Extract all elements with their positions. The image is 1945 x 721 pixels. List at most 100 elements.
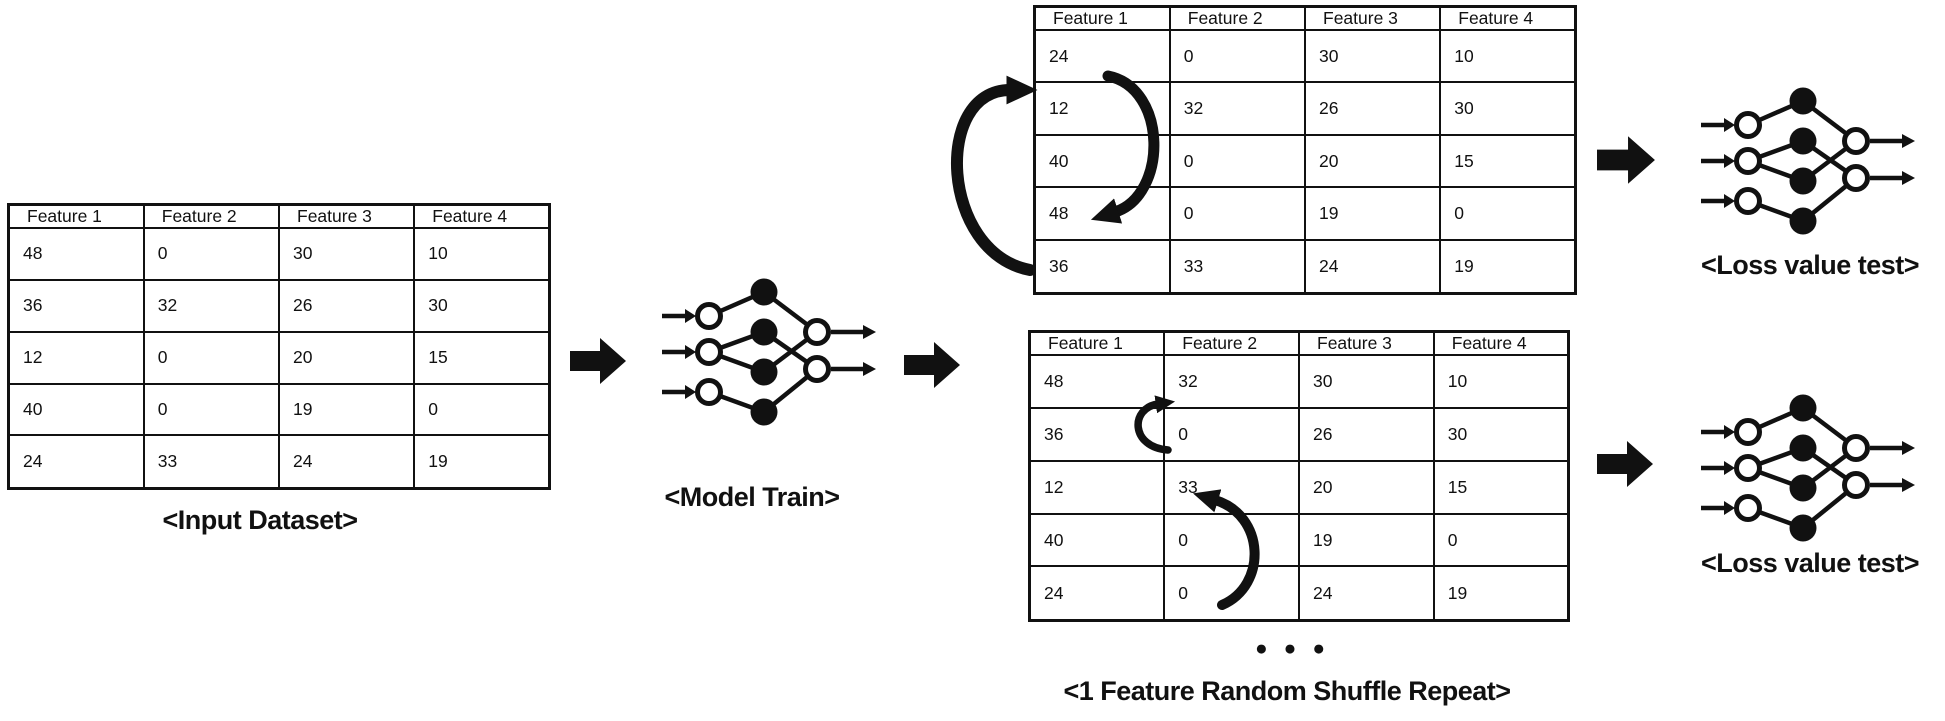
table-cell: 10 [1439,28,1577,84]
column-header: Feature 2 [1163,330,1300,356]
table-cell: 24 [7,434,145,490]
loss-test-caption-top: <Loss value test> [1700,250,1920,280]
flow-arrow-icon [570,335,628,387]
shuffle-arrows-icon [1134,395,1260,610]
table-cell: 10 [413,227,551,281]
table-cell: 20 [1303,133,1442,189]
table-cell: 36 [1033,238,1171,295]
table-cell: 20 [1298,459,1435,515]
table-cell: 26 [277,278,416,333]
table-cell: 30 [1303,28,1442,84]
column-header: Feature 4 [1432,330,1570,356]
table-cell: 19 [1439,238,1577,295]
table-cell: 30 [277,227,416,281]
table-cell: 0 [1168,133,1307,189]
table-cell: 32 [1168,81,1307,136]
table-cell: 30 [1432,406,1570,462]
column-header: Feature 1 [1028,330,1166,356]
table-cell: 30 [413,278,551,333]
table-cell: 40 [7,382,145,437]
table-cell: 26 [1303,81,1442,136]
table-cell: 15 [413,330,551,385]
table-cell: 24 [1033,28,1171,84]
table-cell: 48 [7,227,145,281]
table-cell: 24 [1028,565,1166,622]
table-cell: 24 [277,434,416,490]
table-cell: 19 [277,382,416,437]
table-cell: 0 [142,330,281,385]
column-header: Feature 2 [142,203,281,229]
table-cell: 0 [1439,186,1577,241]
table-cell: 30 [1439,81,1577,136]
table-cell: 19 [1303,186,1442,241]
table-cell: 0 [142,382,281,437]
neural-network-icon [1700,85,1916,237]
neural-network-icon [661,276,877,428]
table-cell: 0 [1168,186,1307,241]
table-cell: 0 [413,382,551,437]
table-cell: 15 [1439,133,1577,189]
table-cell: 24 [1298,565,1435,622]
table-cell: 0 [1163,406,1300,462]
table-cell: 15 [1432,459,1570,515]
column-header: Feature 4 [1439,5,1577,31]
column-header: Feature 2 [1168,5,1307,31]
table-cell: 19 [413,434,551,490]
column-header: Feature 3 [277,203,416,229]
column-header: Feature 3 [1303,5,1442,31]
loss-test-caption-bottom: <Loss value test> [1700,548,1920,578]
column-header: Feature 4 [413,203,551,229]
flow-arrow-icon [903,339,963,391]
table-cell: 10 [1432,354,1570,409]
table-cell: 0 [142,227,281,281]
table-cell: 0 [1163,512,1300,568]
table-cell: 24 [1303,238,1442,295]
shuffle-arrows-icon [951,70,1160,276]
neural-network-icon [1700,392,1916,544]
table-cell: 0 [1168,28,1307,84]
repeat-caption: <1 Feature Random Shuffle Repeat> [1063,676,1511,706]
table-cell: 36 [7,278,145,333]
model-train-caption: <Model Train> [664,482,840,512]
flow-arrow-icon [1597,438,1655,490]
ellipsis-dots: ●●● [1254,637,1342,660]
table-cell: 30 [1298,354,1435,409]
table-cell: 0 [1432,512,1570,568]
table-cell: 40 [1028,512,1166,568]
flow-arrow-icon [1597,133,1657,187]
table-cell: 19 [1298,512,1435,568]
table-cell: 12 [7,330,145,385]
table-cell: 48 [1028,354,1166,409]
table-cell: 19 [1432,565,1570,622]
column-header: Feature 3 [1298,330,1435,356]
table-cell: 12 [1028,459,1166,515]
table-cell: 20 [277,330,416,385]
column-header: Feature 1 [1033,5,1171,31]
table-cell: 26 [1298,406,1435,462]
input-dataset-caption: <Input Dataset> [162,505,358,535]
column-header: Feature 1 [7,203,145,229]
table-cell: 32 [142,278,281,333]
table-cell: 33 [1168,238,1307,295]
table-cell: 33 [142,434,281,490]
